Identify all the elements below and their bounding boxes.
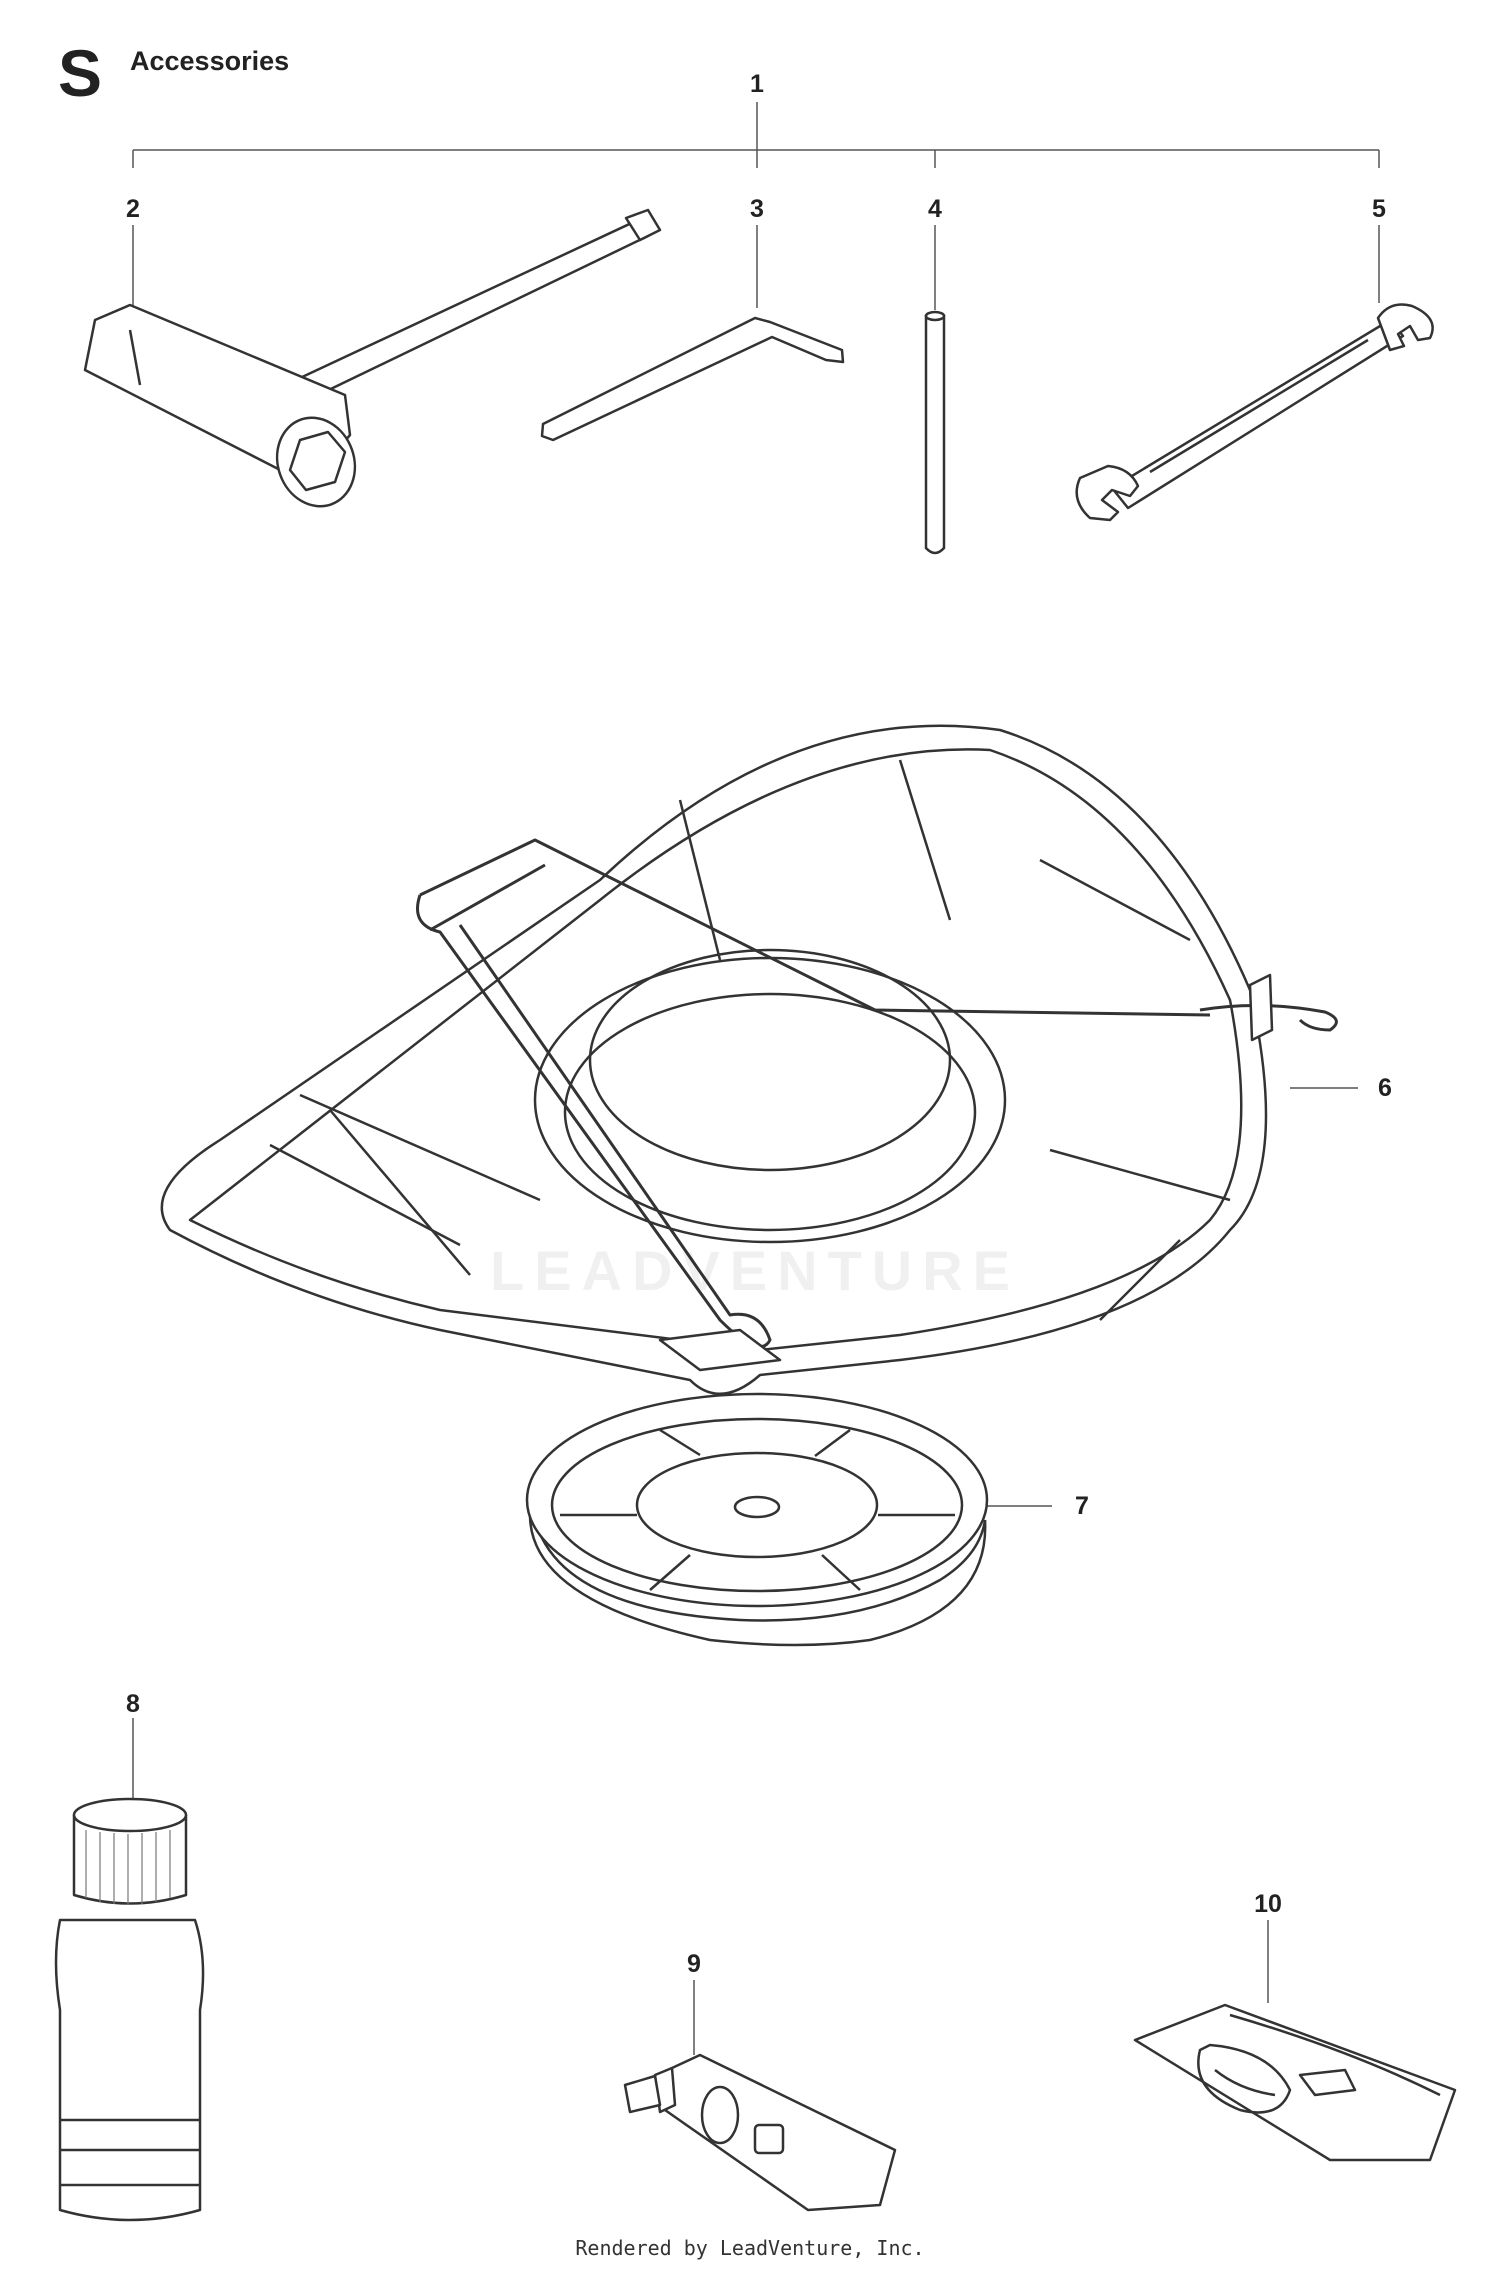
callout-1: 1 bbox=[750, 70, 764, 98]
spark-plug-wrench-drawing bbox=[83, 208, 662, 508]
callout-10: 10 bbox=[1254, 1890, 1282, 1918]
callout-4: 4 bbox=[928, 195, 942, 223]
callout-2: 2 bbox=[126, 195, 140, 223]
grease-tube-drawing bbox=[623, 2053, 897, 2212]
oil-bottle-drawing bbox=[54, 1797, 205, 2222]
callout-6: 6 bbox=[1378, 1074, 1392, 1102]
section-letter: S bbox=[58, 36, 103, 110]
callout-3: 3 bbox=[750, 195, 764, 223]
harness-bag-drawing bbox=[1133, 2003, 1457, 2162]
callout-5: 5 bbox=[1372, 195, 1386, 223]
section-title: Accessories bbox=[130, 46, 290, 76]
tray-drawing bbox=[525, 1392, 989, 1647]
callout-9: 9 bbox=[687, 1950, 701, 1978]
combination-wrench-drawing bbox=[1075, 303, 1434, 522]
guard-drawing bbox=[160, 724, 1338, 1395]
hex-key-drawing bbox=[540, 316, 845, 442]
leader-lines bbox=[132, 102, 1380, 2055]
pin-drawing bbox=[924, 310, 946, 555]
callout-7: 7 bbox=[1075, 1492, 1089, 1520]
watermark: LEADVENTURE bbox=[490, 1239, 1021, 1302]
callout-8: 8 bbox=[126, 1690, 140, 1718]
footer-credit: Rendered by LeadVenture, Inc. bbox=[575, 2236, 925, 2260]
